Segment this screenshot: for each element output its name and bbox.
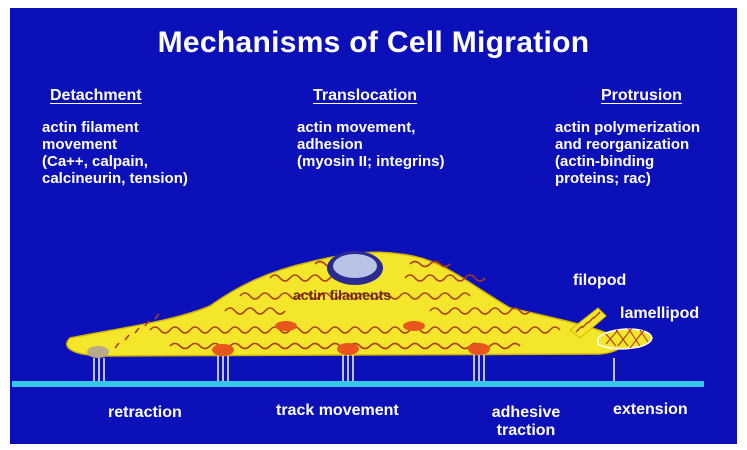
lamellipod <box>598 328 652 349</box>
extension-label: extension <box>613 401 688 419</box>
cell-illustration <box>10 8 737 444</box>
released-adhesion <box>87 346 109 358</box>
retraction-label: retraction <box>108 404 182 422</box>
diagram-panel: Mechanisms of Cell Migration Detachment … <box>10 8 737 444</box>
track-movement-label: track movement <box>276 402 399 420</box>
adhesion-plaque <box>468 343 490 355</box>
traction-label-line: traction <box>480 422 572 440</box>
lamellipod-label: lamellipod <box>620 305 699 323</box>
adhesion-plaque <box>337 343 359 355</box>
adhesion-plaque <box>275 321 297 331</box>
substrate-track <box>12 381 704 387</box>
filopod-label: filopod <box>573 272 626 290</box>
adhesive-label-line: adhesive <box>480 404 572 422</box>
actin-filaments-label: actin filaments <box>293 287 391 303</box>
adhesion-plaque <box>212 344 234 356</box>
adhesion-plaque <box>403 321 425 331</box>
nucleus-highlight <box>333 254 377 278</box>
adhesive-traction-label: adhesive traction <box>480 404 572 440</box>
integrin-stalks <box>94 355 614 381</box>
